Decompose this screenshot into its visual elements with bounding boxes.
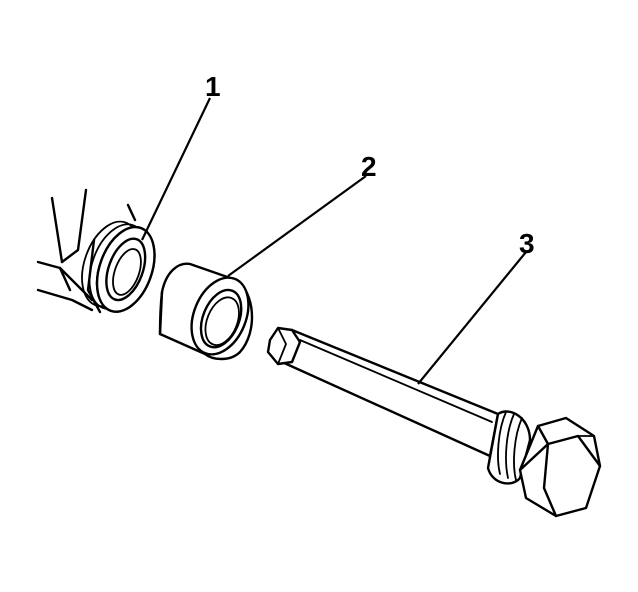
caliper-housing-part bbox=[36, 188, 156, 314]
callout-3-leader bbox=[417, 251, 527, 385]
bushing-sleeve-part bbox=[158, 262, 254, 361]
callout-2-leader bbox=[227, 175, 367, 277]
guide-pin-bolt-part bbox=[266, 326, 602, 518]
callout-3-label: 3 bbox=[519, 228, 535, 259]
callout-1-label: 1 bbox=[205, 71, 221, 102]
callout-1-leader bbox=[141, 97, 211, 241]
callout-2-label: 2 bbox=[361, 151, 377, 182]
